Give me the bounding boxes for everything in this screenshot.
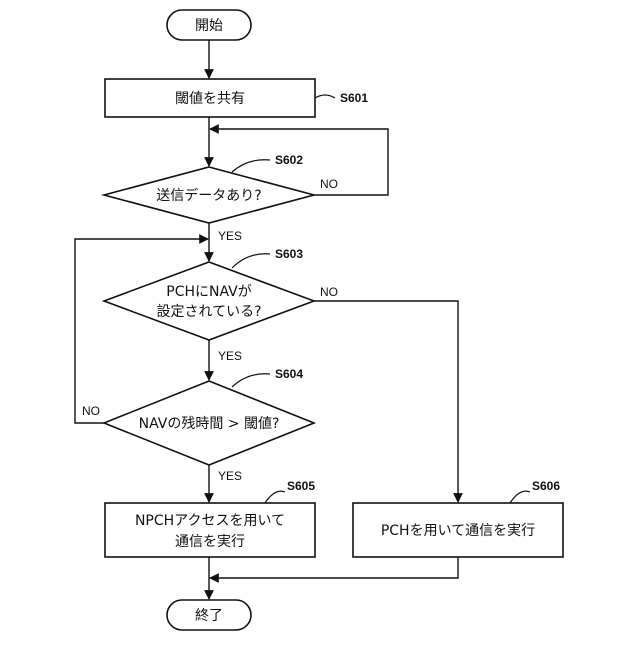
s604-leader [232, 374, 270, 387]
s605-line1: NPCHアクセスを用いて [135, 513, 285, 529]
connector-s603-no-s606 [314, 301, 458, 502]
start-label: 開始 [195, 18, 223, 34]
s603-id: S603 [275, 247, 303, 261]
s603-yes-label: YES [218, 349, 242, 363]
s606-text: PCHを用いて通信を実行 [381, 523, 535, 539]
s603-leader [232, 254, 270, 268]
s606-id: S606 [532, 479, 560, 493]
s602-leader [232, 160, 270, 172]
end-label: 終了 [195, 608, 223, 624]
s603-line1: PCHにNAVが [166, 284, 251, 300]
s605-leader [265, 491, 285, 503]
s602-text: 送信データあり? [156, 187, 261, 204]
s603-no-label: NO [320, 285, 338, 299]
s604-id: S604 [275, 367, 303, 381]
s601-leader [315, 95, 335, 98]
s606-leader [510, 491, 530, 503]
s602-yes-label: YES [218, 229, 242, 243]
process-s606: PCHを用いて通信を実行 [353, 503, 563, 557]
start-terminal: 開始 [167, 10, 251, 40]
s605-id: S605 [287, 479, 315, 493]
decision-s602: 送信データあり? [104, 167, 314, 223]
process-s601: 閾値を共有 [105, 79, 315, 117]
s604-text: NAVの残時間 > 閾値? [139, 416, 280, 432]
s603-line2: 設定されている? [156, 304, 261, 320]
end-terminal: 終了 [167, 600, 251, 630]
s602-no-label: NO [320, 177, 338, 191]
s601-id: S601 [340, 91, 368, 105]
decision-s603: PCHにNAVが 設定されている? [104, 262, 314, 340]
decision-s604: NAVの残時間 > 閾値? [104, 381, 314, 465]
process-s605: NPCHアクセスを用いて 通信を実行 [105, 503, 315, 557]
connector-s606-end [210, 557, 458, 578]
s601-text: 閾値を共有 [175, 91, 245, 107]
s602-id: S602 [275, 153, 303, 167]
s604-yes-label: YES [218, 469, 242, 483]
s604-no-label: NO [82, 404, 100, 418]
s605-line2: 通信を実行 [175, 534, 245, 550]
